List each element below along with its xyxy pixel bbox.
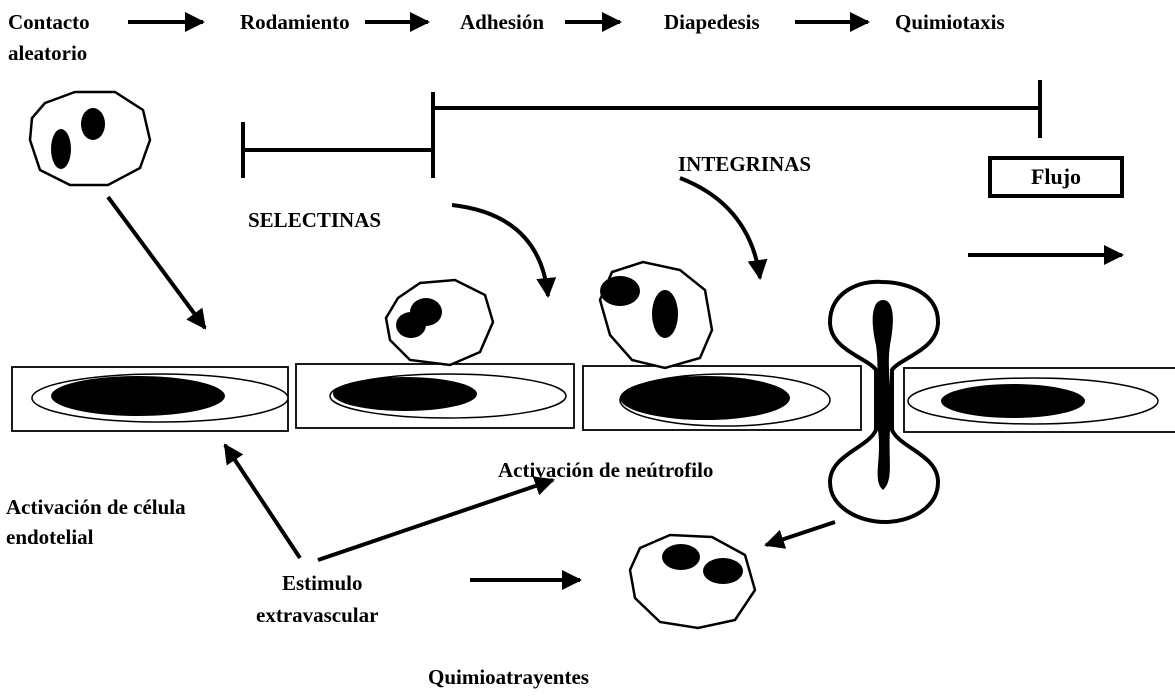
activacion-celula-label-1: Activación de célula <box>6 495 186 519</box>
step-adhesion: Adhesión <box>460 10 544 34</box>
contact-arrow <box>108 197 205 328</box>
stimulus-neutrophil-arrow <box>318 480 553 560</box>
endothelial-cell-2 <box>296 364 574 428</box>
selectinas-arrow <box>452 205 548 296</box>
stimulus-endothelial-arrow <box>225 445 300 558</box>
step-contacto: Contacto <box>8 10 90 34</box>
leukocyte-adhering <box>600 262 712 368</box>
selectinas-bracket <box>243 122 433 178</box>
endothelial-cell-4 <box>904 368 1175 432</box>
leukocyte-rolling <box>386 280 493 365</box>
flujo-label: Flujo <box>1031 164 1081 190</box>
estimulo-label-1: Estimulo <box>282 571 363 595</box>
flujo-box: Flujo <box>988 156 1124 198</box>
step-rodamiento: Rodamiento <box>240 10 350 34</box>
leukocyte-free <box>30 92 150 185</box>
estimulo-label-2: extravascular <box>256 603 378 627</box>
integrinas-label: INTEGRINAS <box>678 152 811 176</box>
activacion-celula-label-2: endotelial <box>6 525 94 549</box>
integrinas-bracket <box>433 80 1040 138</box>
step-diapedesis: Diapedesis <box>664 10 760 34</box>
step-quimiotaxis: Quimiotaxis <box>895 10 1005 34</box>
selectinas-label: SELECTINAS <box>248 208 381 232</box>
endothelial-cell-1 <box>12 367 288 431</box>
endothelial-cell-3 <box>583 366 861 430</box>
leukocyte-migrated <box>630 535 755 628</box>
quimioatrayentes-label: Quimioatrayentes <box>428 665 589 689</box>
integrinas-arrow <box>680 178 760 278</box>
step-aleatorio: aleatorio <box>8 41 87 65</box>
activacion-neutrofilo-label: Activación de neútrofilo <box>498 458 713 482</box>
migration-arrow <box>766 522 835 545</box>
